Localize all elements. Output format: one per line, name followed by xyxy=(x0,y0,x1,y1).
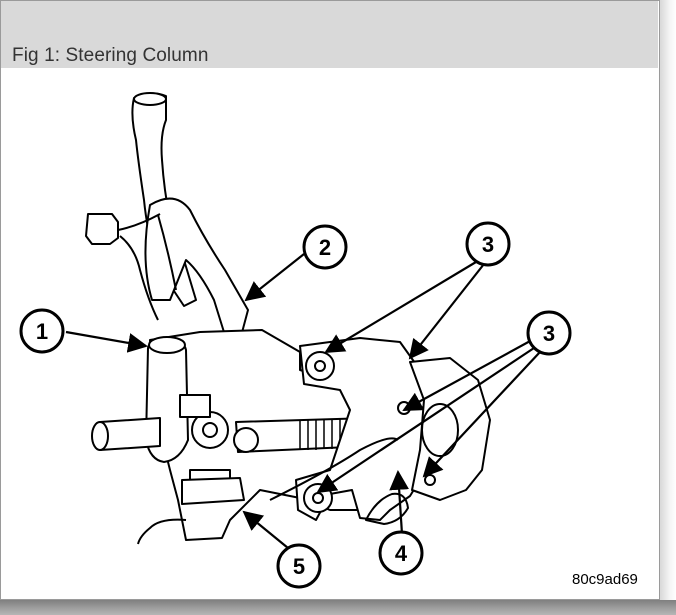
leader-4 xyxy=(389,470,410,535)
right-shadow xyxy=(660,0,676,600)
figure-title: Fig 1: Steering Column xyxy=(12,45,209,66)
callout-5: 5 xyxy=(276,543,322,589)
callout-4: 4 xyxy=(378,530,424,576)
leader-2 xyxy=(244,253,305,302)
callout-1: 1 xyxy=(19,308,65,354)
callout-3b-label: 3 xyxy=(543,321,555,346)
bottom-shadow xyxy=(0,600,676,615)
leader-3a-a xyxy=(324,261,477,354)
leader-5 xyxy=(242,510,289,549)
lever-hub xyxy=(144,197,249,346)
leader-3b-a xyxy=(402,339,533,411)
callout-3b: 3 xyxy=(526,310,572,356)
callout-3a: 3 xyxy=(465,221,511,267)
lever-tip xyxy=(133,92,167,106)
callout-1-label: 1 xyxy=(36,319,48,344)
leader-lines xyxy=(65,253,541,549)
leader-1 xyxy=(65,330,148,353)
steering-column-assembly xyxy=(85,92,491,545)
callout-4-label: 4 xyxy=(395,541,408,566)
callout-2-label: 2 xyxy=(319,235,331,260)
figure-code: 80c9ad69 xyxy=(572,571,638,588)
callouts: 1 2 3 3 4 5 xyxy=(19,221,572,589)
steering-shaft xyxy=(99,417,161,451)
leader-3a-b xyxy=(408,263,485,360)
callout-2: 2 xyxy=(302,224,348,270)
connector xyxy=(85,213,119,245)
callout-5-label: 5 xyxy=(293,554,305,579)
callout-3a-label: 3 xyxy=(482,232,494,257)
title-bar: Fig 1: Steering Column xyxy=(1,1,658,68)
leader-3b-c xyxy=(422,351,541,478)
leader-3b-b xyxy=(316,347,535,494)
